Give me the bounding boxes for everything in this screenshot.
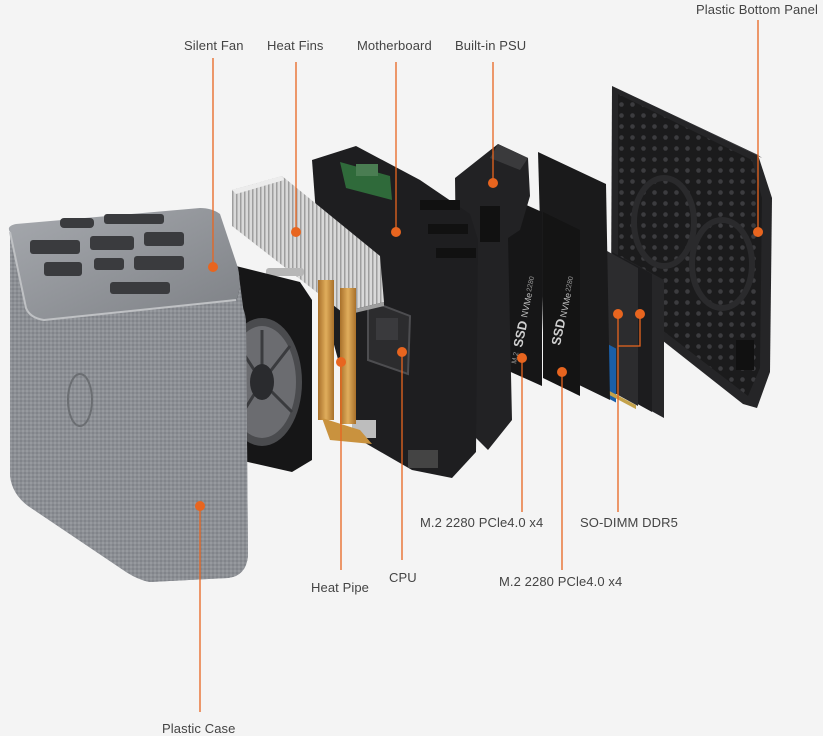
label-so-dimm: SO-DIMM DDR5 <box>580 515 678 530</box>
ssd1-prefix-text: M.2 <box>511 351 520 364</box>
label-built-in-psu: Built-in PSU <box>455 38 527 53</box>
dot-heat-pipe <box>336 357 346 367</box>
ssd1-brand-text: SSD <box>510 319 530 348</box>
ssd-1: M.2 SSD NVMe 2280 <box>502 194 542 386</box>
dot-ram-1 <box>613 309 623 319</box>
ssd2-formfactor-text: 2280 <box>565 276 575 293</box>
label-heat-pipe: Heat Pipe <box>311 580 369 595</box>
dot-heat-fins <box>291 227 301 237</box>
label-m2-slot-2: M.2 2280 PCle4.0 x4 <box>499 574 623 589</box>
dot-ram-2 <box>635 309 645 319</box>
dot-motherboard <box>391 227 401 237</box>
callout-lines <box>199 20 759 712</box>
label-plastic-bottom-panel: Plastic Bottom Panel <box>696 2 818 17</box>
dot-cpu <box>397 347 407 357</box>
label-silent-fan: Silent Fan <box>184 38 244 53</box>
ssd1-formfactor-text: 2280 <box>526 276 536 293</box>
callout-dots <box>195 178 763 511</box>
label-heat-fins: Heat Fins <box>267 38 324 53</box>
label-m2-slot-1: M.2 2280 PCle4.0 x4 <box>420 515 544 530</box>
dot-plastic-case <box>195 501 205 511</box>
ssd-2: SSD NVMe 2280 <box>538 152 610 400</box>
heat-pipe <box>266 268 372 444</box>
dot-bottom-panel <box>753 227 763 237</box>
ssd2-brand-text: SSD <box>548 317 568 346</box>
dot-psu <box>488 178 498 188</box>
dot-m2-2 <box>557 367 567 377</box>
label-plastic-case: Plastic Case <box>162 721 236 736</box>
dot-silent-fan <box>208 262 218 272</box>
plastic-case <box>8 208 248 582</box>
dot-m2-1 <box>517 353 527 363</box>
label-cpu: CPU <box>389 570 417 585</box>
label-motherboard: Motherboard <box>357 38 432 53</box>
